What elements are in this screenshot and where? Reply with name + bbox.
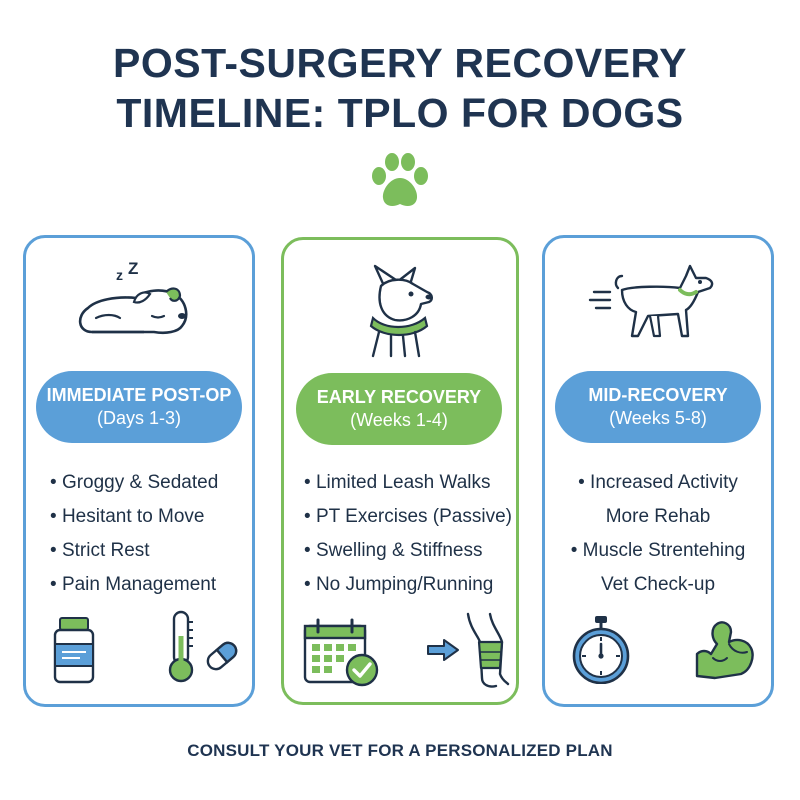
stage-card-immediate-post-op: z Z IMMEDIATE POST-OP (Days 1-3) • Grogg… [23, 235, 255, 707]
list-item-text: Limited Leash Walks [315, 472, 491, 493]
list-item-text: PT Exercises (Passive) [315, 506, 512, 527]
thermometer-icon [168, 610, 194, 683]
list-item: • Increased Activity [545, 466, 771, 500]
stage-period: (Days 1-3) [96, 408, 181, 428]
list-item: • Muscle Strentehing [545, 534, 771, 568]
list-item: • PT Exercises (Passive) [304, 506, 512, 527]
stage-card-mid-recovery: MID-RECOVERY (Weeks 5-8) • Increased Act… [542, 235, 774, 707]
title-line-2: TIMELINE: TPLO FOR DOGS [116, 90, 684, 136]
footer-note: CONSULT YOUR VET FOR A PERSONALIZED PLAN [187, 741, 613, 760]
stage-name: EARLY RECOVERY [316, 387, 482, 407]
stage-period: (Weeks 5-8) [609, 408, 707, 428]
list-item-text: Groggy & Sedated [61, 472, 219, 493]
list-item-text: No Jumping/Running [315, 574, 494, 595]
stage-name: IMMEDIATE POST-OP [46, 385, 232, 405]
stage-name: MID-RECOVERY [588, 385, 728, 405]
list-item: More Rehab [545, 500, 771, 534]
stage-card-early-recovery: EARLY RECOVERY (Weeks 1-4) • Limited Lea… [281, 237, 519, 705]
svg-text:Z: Z [128, 260, 138, 278]
walking-dog-icon [588, 264, 714, 338]
stage-label-early-recovery: EARLY RECOVERY (Weeks 1-4) [296, 373, 502, 445]
stopwatch-icon [572, 616, 630, 684]
dog-with-cone-icon [369, 264, 433, 358]
arrow-right-icon [427, 639, 459, 661]
stage-items: • Increased Activity More Rehab • Muscle… [545, 466, 771, 602]
list-item-text: Strict Rest [61, 540, 150, 561]
list-item: • Hesitant to Move [50, 506, 205, 527]
list-item-text: • Increased Activity [578, 472, 738, 493]
stage-icons [26, 610, 252, 690]
list-item: • No Jumping/Running [304, 574, 494, 595]
leg-bandage-icon [466, 612, 510, 688]
calendar-check-icon [303, 618, 379, 687]
list-item-text: More Rehab [605, 506, 711, 527]
medicine-bottle-icon [53, 617, 95, 684]
list-item-text: Hesitant to Move [61, 506, 205, 527]
paw-icon [372, 153, 428, 206]
list-item: • Swelling & Stiffness [304, 540, 483, 561]
list-item-text: Pain Management [61, 574, 217, 595]
page-title: POST-SURGERY RECOVERY TIMELINE: TPLO FOR… [0, 38, 800, 138]
list-item-text: Swelling & Stiffness [315, 540, 483, 561]
stage-period: (Weeks 1-4) [350, 410, 448, 430]
flexed-arm-icon [695, 621, 754, 680]
sleeping-dog-icon: z Z [78, 260, 188, 335]
stage-icons [545, 610, 771, 690]
list-item: • Limited Leash Walks [304, 472, 491, 493]
list-item: • Strict Rest [50, 540, 150, 561]
list-item: • Groggy & Sedated [50, 472, 219, 493]
list-item: Vet Check-up [545, 568, 771, 602]
list-item-text: • Muscle Strentehing [570, 540, 746, 561]
stage-items: • Groggy & Sedated • Hesitant to Move • … [26, 466, 252, 602]
title-line-1: POST-SURGERY RECOVERY [113, 40, 687, 86]
list-item-text: Vet Check-up [600, 574, 716, 595]
stage-icons [284, 610, 516, 690]
svg-text:z: z [116, 267, 123, 283]
stage-label-mid-recovery: MID-RECOVERY (Weeks 5-8) [555, 371, 761, 443]
stage-label-immediate-post-op: IMMEDIATE POST-OP (Days 1-3) [36, 371, 242, 443]
list-item: • Pain Management [50, 574, 217, 595]
pill-capsule-icon [206, 641, 238, 671]
stage-items: • Limited Leash Walks • PT Exercises (Pa… [284, 466, 516, 602]
